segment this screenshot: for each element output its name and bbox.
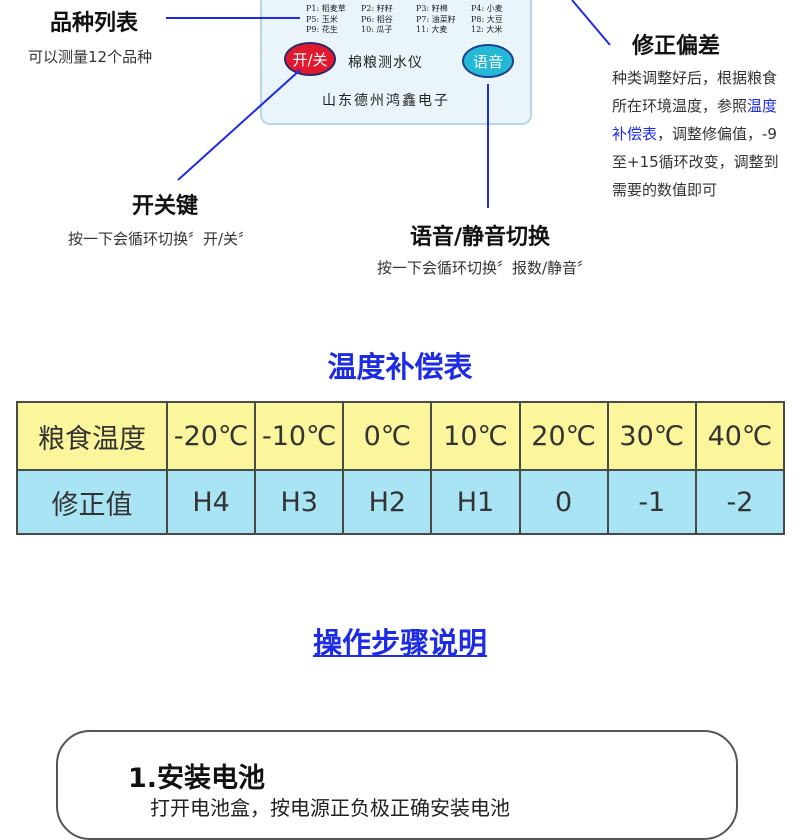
temperature-cell: 30℃ xyxy=(606,401,697,471)
power-button[interactable]: 开/关 xyxy=(284,42,336,76)
step-title: 1.安装电池 xyxy=(128,763,266,794)
variety-item: P7: 油菜籽 xyxy=(416,14,456,24)
compensation-table-title: 温度补偿表 xyxy=(327,350,473,384)
variety-item: 10: 瓜子 xyxy=(361,25,393,34)
step-text: 打开电池盒，按电源正负极正确安装电池 xyxy=(150,796,510,820)
temperature-cell: -20℃ xyxy=(165,401,257,471)
correction-desc-text: 种类调整好后，根据粮食所在环境温度，参照 xyxy=(612,69,778,115)
variety-item: P2: 籽籽 xyxy=(361,4,393,13)
variety-item: P8: 大豆 xyxy=(471,14,503,24)
variety-item: P3: 籽棉 xyxy=(416,4,448,13)
variety-list-desc: 可以测量12个品种 xyxy=(28,48,153,66)
temperature-cell: 20℃ xyxy=(518,401,609,471)
variety-item: 11: 大麦 xyxy=(416,25,448,34)
voice-button[interactable]: 语音 xyxy=(462,44,514,78)
temperature-cell: -10℃ xyxy=(254,401,345,471)
steps-title[interactable]: 操作步骤说明 xyxy=(312,626,487,660)
correction-cell: -2 xyxy=(694,469,786,535)
correction-title: 修正偏差 xyxy=(632,34,721,59)
voice-toggle-desc: 按一下会循环切换〞报数/静音〞 xyxy=(377,259,593,277)
correction-header: 修正值 xyxy=(16,469,168,535)
correction-cell: H2 xyxy=(342,469,433,535)
variety-item: P1: 稻麦草 xyxy=(306,4,346,13)
voice-toggle-title: 语音/静音切换 xyxy=(410,225,551,250)
variety-item: P5: 玉米 xyxy=(306,14,338,24)
compensation-table: 粮食温度 -20℃ -10℃ 0℃ 10℃ 20℃ 30℃ 40℃ 修正值 H4… xyxy=(16,401,786,535)
power-key-title: 开关键 xyxy=(132,194,199,219)
correction-cell: H1 xyxy=(430,469,521,535)
correction-cell: 0 xyxy=(518,469,609,535)
device-name: 棉粮测水仪 xyxy=(348,55,423,71)
maker-label: 山东德州鸿鑫电子 xyxy=(322,93,450,109)
correction-cell: -1 xyxy=(606,469,697,535)
temperature-cell: 0℃ xyxy=(342,401,433,471)
temperature-row: 粮食温度 -20℃ -10℃ 0℃ 10℃ 20℃ 30℃ 40℃ xyxy=(16,401,786,471)
correction-cell: H3 xyxy=(254,469,345,535)
temperature-header: 粮食温度 xyxy=(16,401,168,471)
correction-desc-text: ，调整修偏值，-9至+15循环改变，调整到需要的数值即可 xyxy=(612,125,779,199)
correction-cell: H4 xyxy=(165,469,257,535)
correction-desc: 种类调整好后，根据粮食所在环境温度，参照温度补偿表，调整修偏值，-9至+15循环… xyxy=(612,64,787,204)
power-key-desc: 按一下会循环切换〞开/关〞 xyxy=(68,230,254,248)
temperature-cell: 10℃ xyxy=(430,401,521,471)
variety-list: P1: 稻麦草 P2: 籽籽 P3: 籽棉 P4: 小麦 P5: 玉米 P6: … xyxy=(306,4,526,36)
correction-row: 修正值 H4 H3 H2 H1 0 -1 -2 xyxy=(16,469,786,535)
variety-item: P9: 花生 xyxy=(306,25,338,34)
variety-list-title: 品种列表 xyxy=(50,11,139,36)
variety-item: P4: 小麦 xyxy=(471,4,503,13)
variety-item: P6: 稻谷 xyxy=(361,14,393,24)
compensation-table-link[interactable]: 温度补偿表 xyxy=(612,97,778,143)
temperature-cell: 40℃ xyxy=(694,401,786,471)
variety-item: 12: 大米 xyxy=(471,25,503,34)
leader-line-correction xyxy=(571,0,611,46)
